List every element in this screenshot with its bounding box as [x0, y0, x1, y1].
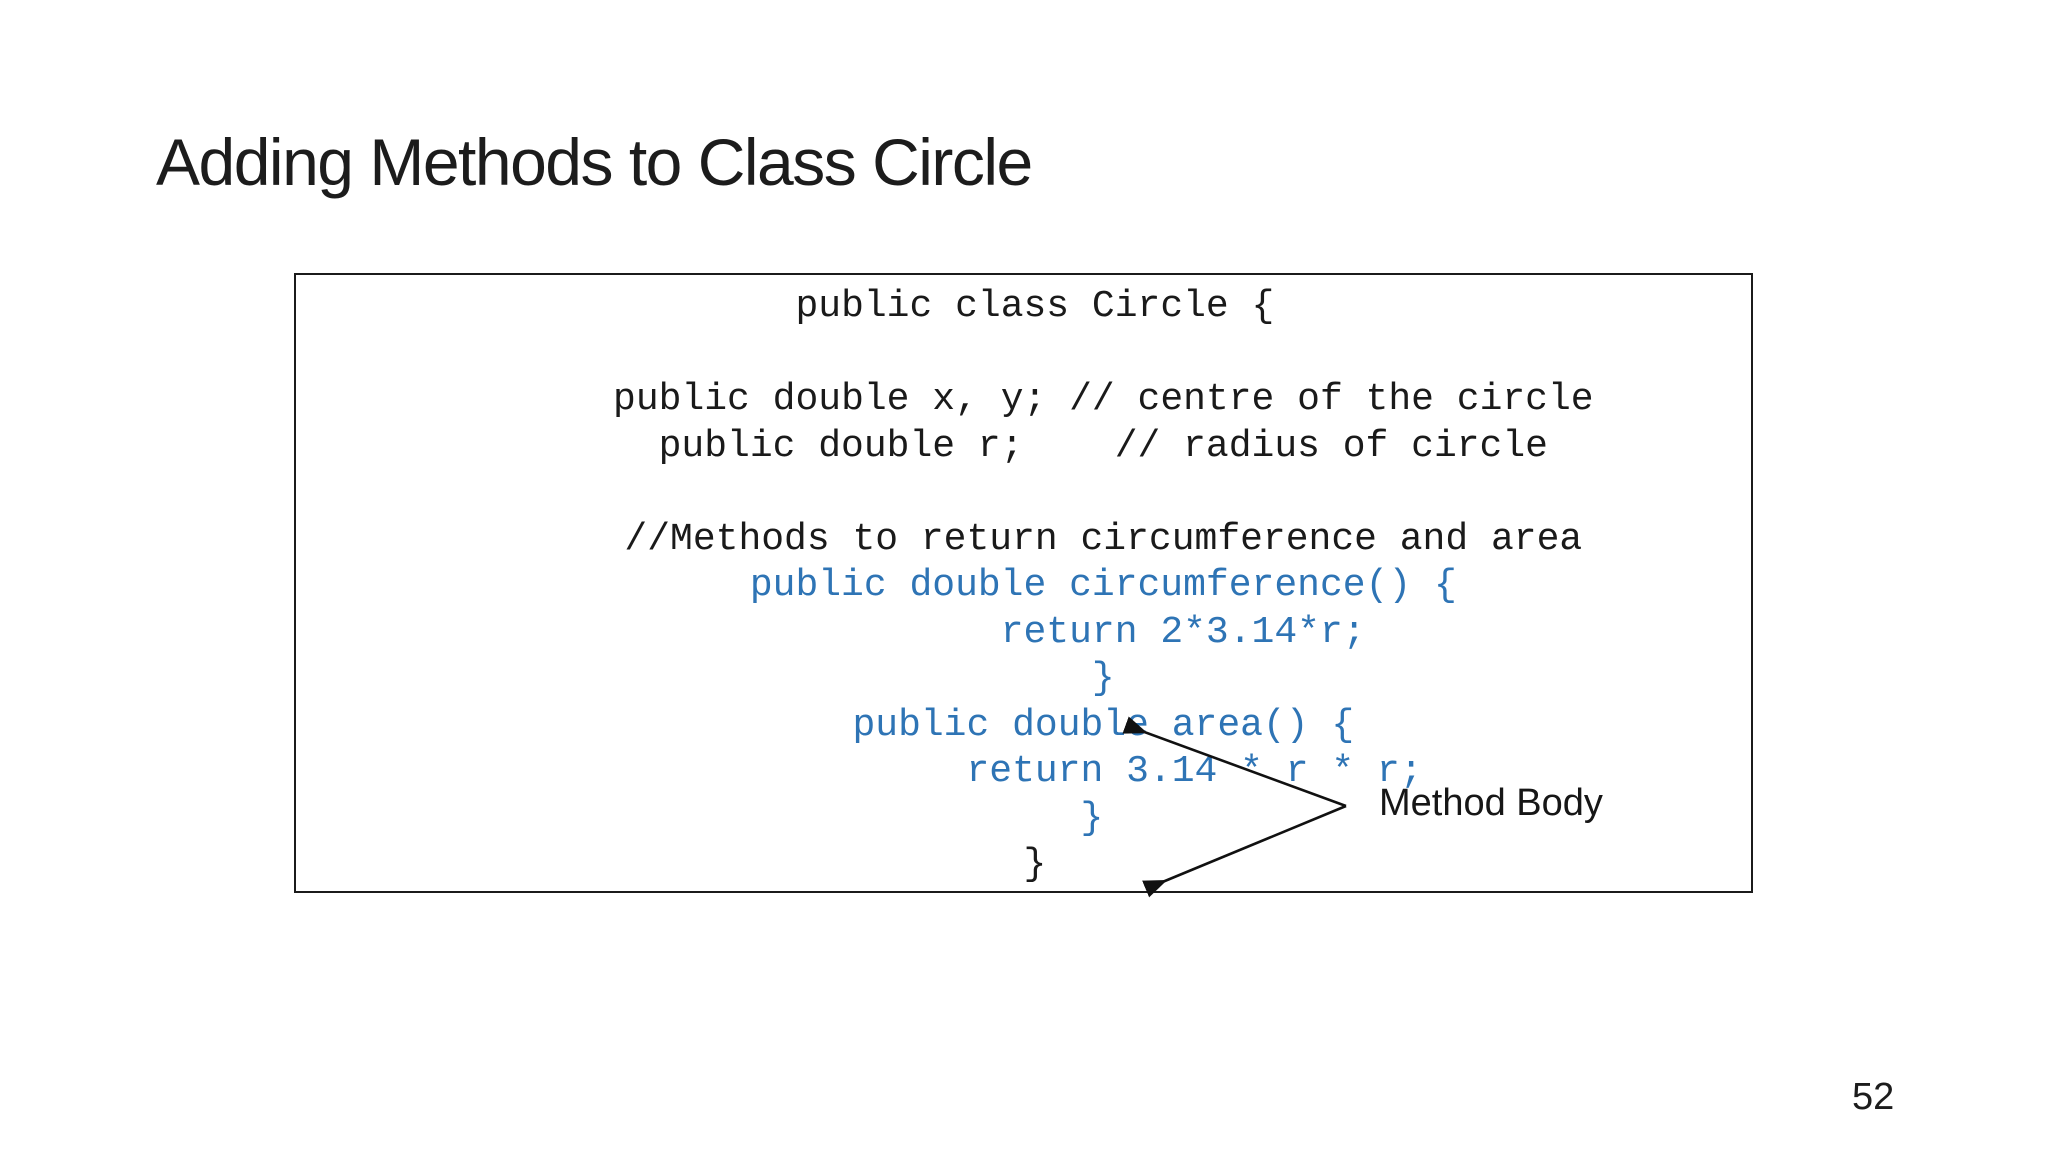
page-title: Adding Methods to Class Circle — [156, 125, 1033, 199]
code-line: public double r; // radius of circle — [499, 424, 1548, 468]
code-line: public double x, y; // centre of the cir… — [453, 378, 1594, 421]
page-number: 52 — [1852, 1076, 1895, 1118]
code-line: return 2*3.14*r; — [681, 610, 1366, 654]
code-line: } — [1000, 843, 1047, 886]
code-line: //Methods to return circumference and ar… — [464, 517, 1583, 561]
code-line: } — [943, 796, 1104, 840]
method-body-label: Method Body — [1379, 782, 1603, 824]
code-line: public double area() { — [692, 703, 1355, 747]
code-line: public class Circle { — [772, 285, 1275, 328]
code-line — [296, 470, 1751, 517]
code-line: public double circumference() { — [590, 564, 1457, 607]
code-line: } — [932, 657, 1115, 700]
code-box: public class Circle { public double x, y… — [294, 273, 1753, 893]
code-line — [296, 331, 1751, 378]
